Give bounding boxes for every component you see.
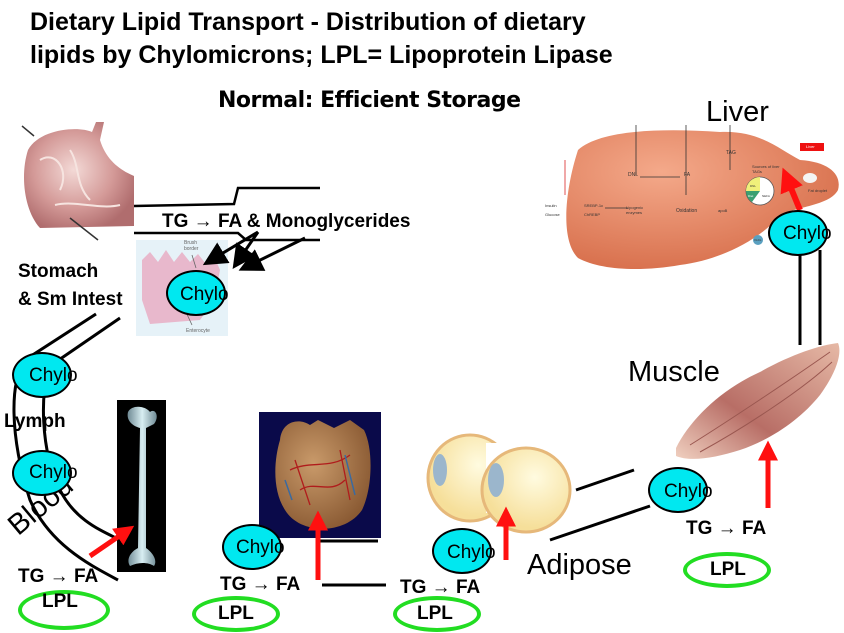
chylo-text: Chylo: [29, 365, 78, 386]
chylo-text: Chylo: [180, 284, 229, 305]
lymph-label: Lymph: [4, 411, 66, 432]
chylo-text: Chylo: [29, 462, 78, 483]
liver-uptake-arrow: [780, 167, 803, 212]
diagram-title: Dietary Lipid Transport - Distribution o…: [30, 6, 613, 72]
liver-diet-label: Diet: [748, 194, 754, 198]
brush-border-label: Brush border: [184, 240, 199, 252]
lpl-ring: [18, 590, 110, 630]
lpl-label: LPL: [42, 591, 78, 612]
site-reaction: TG → FA: [686, 518, 767, 539]
chylo-circle: [222, 524, 282, 570]
liver-fat-droplet-label: Fat droplet: [808, 188, 828, 193]
muscle-label: Muscle: [628, 358, 724, 387]
stomach-image: [18, 122, 136, 241]
absorption-arrow-2: [232, 231, 260, 269]
chylo-circle: [768, 210, 828, 256]
site-reaction: TG → FA: [18, 566, 99, 587]
liver-insulin-label: Insulin: [545, 203, 557, 208]
absorption-arrow-3: [238, 236, 306, 271]
lpl-ring: [683, 552, 771, 588]
digestion-reaction: TG → FA & Monoglycerides: [162, 211, 411, 232]
adipose-label: Adipose: [527, 549, 632, 581]
site-reaction: TG → FA: [220, 574, 301, 595]
enterocyte-label: Enterocyte: [186, 328, 210, 334]
chylo-text: Chylo: [236, 537, 285, 558]
chylo-text: Chylo: [664, 481, 713, 502]
liver-label: Liver: [706, 96, 769, 128]
lpl-label: LPL: [417, 603, 453, 624]
lpl-ring: [393, 596, 481, 632]
muscle-image: [676, 343, 840, 459]
site-reaction: TG → FA: [400, 577, 481, 598]
liver-tag-box: Liver: [806, 144, 815, 149]
liver-srebp-label: SREBP-1c: [584, 203, 604, 208]
liver-oxidation-label: Oxidation: [676, 208, 698, 214]
liver-chrebp-label: ChREBP: [584, 212, 601, 217]
chylo-text: Chylo: [783, 223, 832, 244]
lpl-label: LPL: [218, 603, 254, 624]
liver-apob-label: apoB: [718, 208, 728, 213]
liver-image: [564, 125, 839, 270]
chylo-circle: [12, 352, 72, 398]
liver-dnl-label: DNL: [628, 172, 639, 178]
stomach-label: Stomach & Sm Intest: [18, 258, 123, 314]
title-line-2: lipids by Chylomicrons; LPL= Lipoprotein…: [30, 41, 613, 69]
bone-image: [117, 400, 166, 572]
liver-fa-label: FA: [684, 172, 691, 178]
lpl-label: LPL: [710, 559, 746, 580]
lpl-ring: [192, 596, 280, 632]
stomach-label-line-2: & Sm Intest: [18, 289, 123, 310]
liver-sources-label: Sources of liver TAGs: [752, 164, 780, 174]
chylo-text: Chylo: [447, 542, 496, 563]
liver-nefa-label: NEFA: [762, 194, 770, 198]
stomach-label-line-1: Stomach: [18, 261, 99, 282]
bone-uptake-arrow: [88, 525, 135, 559]
liver-tag-label: TAG: [726, 150, 736, 156]
diagram-subtitle: Normal: Efficient Storage: [218, 88, 521, 113]
chylo-circle: [432, 528, 492, 574]
chylo-circle: [12, 450, 72, 496]
adipose-cells-image: [426, 433, 572, 534]
liver-glucose-label: Glucose: [545, 212, 560, 217]
liver-lipogenic-label: Lipogenic enzymes: [626, 205, 644, 215]
chylo-circle: [166, 270, 226, 316]
liver-dnl-pie-label: DNL: [750, 184, 757, 188]
title-line-1: Dietary Lipid Transport - Distribution o…: [30, 8, 586, 36]
chylo-circle: [648, 467, 708, 513]
liver-vldl-label: VLDL: [754, 238, 762, 242]
